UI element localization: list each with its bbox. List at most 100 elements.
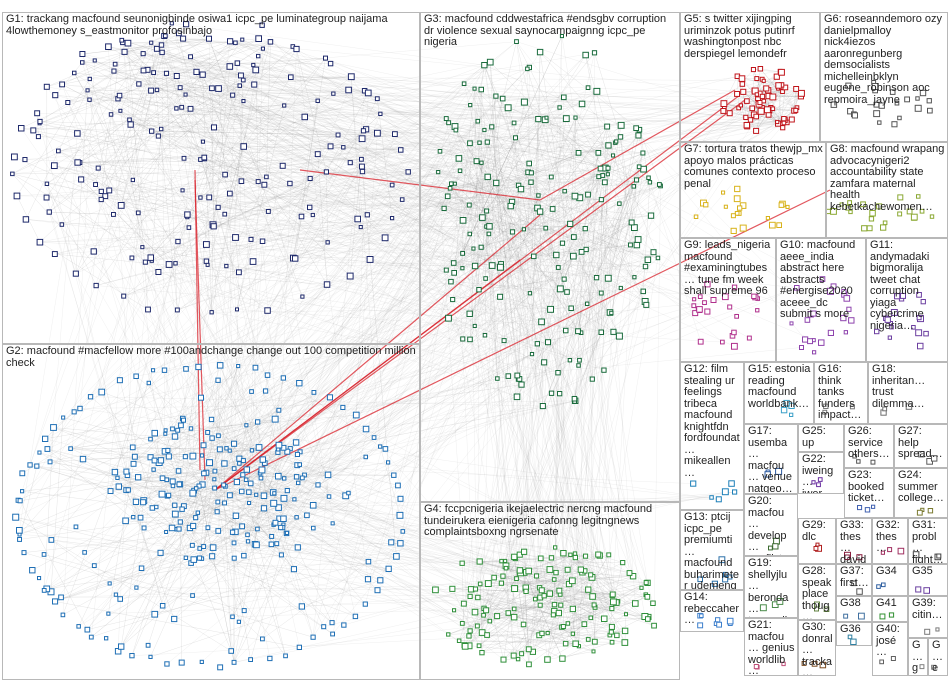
edge [469,143,522,190]
edge [36,113,128,476]
edge [136,587,436,591]
edge [172,527,389,570]
edge [435,589,612,628]
edge [207,312,612,433]
edge [55,62,83,96]
edge [183,38,297,50]
edge [505,560,573,581]
edge [58,88,475,152]
edge [541,185,661,634]
edge [563,97,614,156]
edge [310,178,518,376]
edge [39,241,635,278]
edge [575,266,646,644]
edge [570,223,634,577]
edge [585,185,661,250]
edge [380,107,560,115]
edge [563,97,634,187]
edge [53,427,284,449]
edge [529,174,609,294]
edge [147,38,210,71]
edge [229,193,602,200]
graph-node [154,87,160,93]
graph-node [159,126,164,132]
edge [16,152,643,197]
edge [117,212,139,652]
edge [554,579,593,597]
edge [214,182,532,480]
edge [203,473,277,544]
edge [590,52,595,618]
group-panel-g32: G32: thes… [872,518,908,564]
edge [82,53,538,344]
graph-node [136,81,142,87]
edge [523,343,538,552]
edge [121,177,649,206]
edge [188,227,235,663]
group-panel-g14: G14: rebeccaher… [680,590,744,632]
edge [567,595,613,624]
edge [562,616,645,659]
edge [169,201,513,265]
edge [254,84,330,497]
edge [552,191,565,210]
graph-node [173,261,178,266]
edge [46,554,282,590]
edge [489,201,513,622]
edge [156,48,541,212]
edge [117,98,313,216]
edge [12,173,188,218]
group-label: G34 [876,565,897,577]
edge [101,35,166,192]
edge [557,301,646,373]
graph-node [307,204,313,211]
edge [33,100,318,131]
edge [523,604,555,625]
edge [47,87,181,450]
edge [253,64,634,187]
edge [117,90,365,99]
edge [91,243,563,638]
edge [273,492,378,591]
group-panel-g12: G12: film stealing ur feelings tribeca m… [680,362,744,510]
edge [550,236,575,310]
edge [129,119,616,143]
edge [256,137,516,495]
edge [479,561,483,633]
edge [585,228,723,343]
edge [212,437,401,500]
edge [281,229,525,556]
edge [588,582,647,640]
edge [123,260,207,297]
edge [327,91,597,475]
edge [185,456,595,642]
edge [212,63,238,225]
edge [479,142,609,169]
edge [604,182,636,604]
edge [211,438,251,660]
edge [132,447,301,453]
edge [513,122,543,591]
edge [525,587,596,608]
edge [400,543,579,647]
edge [263,353,533,496]
edge [211,308,572,313]
edge [564,191,597,278]
edge [156,87,589,508]
edge [267,133,378,311]
edge [202,74,242,182]
edge [253,261,646,267]
edge [232,94,611,313]
edge [301,83,465,217]
group-panel-g34: G34 [872,564,908,596]
edge [162,493,297,518]
edge [620,136,631,245]
edge [79,147,344,163]
edge [484,597,541,609]
edge [22,468,235,492]
edge [243,447,284,556]
edge [143,129,485,501]
edge [125,400,576,522]
edge [79,191,102,409]
